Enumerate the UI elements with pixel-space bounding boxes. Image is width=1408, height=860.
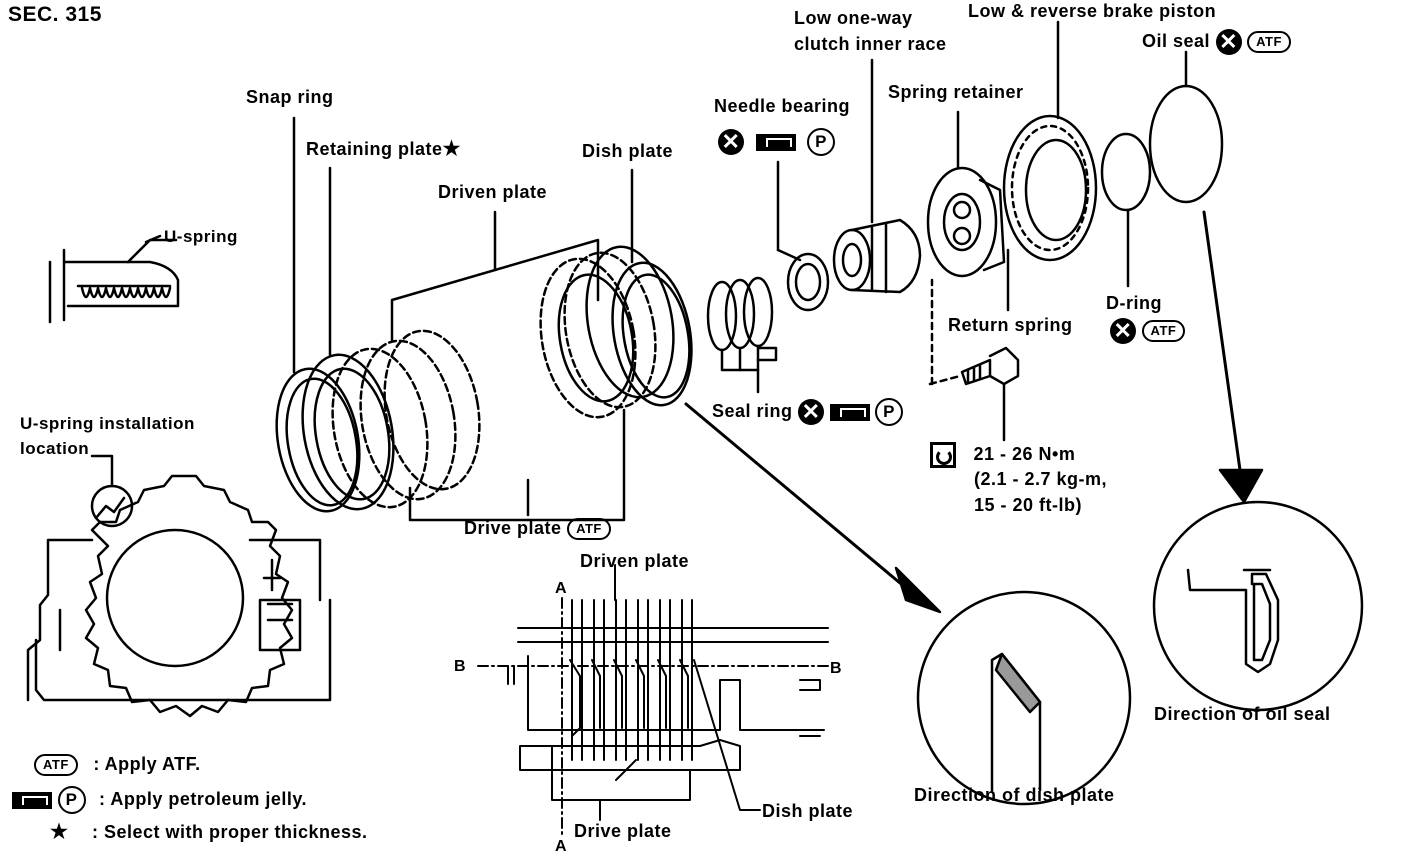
replace-icon: ✕ <box>798 399 825 425</box>
case-drawing <box>26 454 332 718</box>
label-return-spring: Return spring <box>948 315 1073 335</box>
legend-star: ★ : Select with proper thickness. <box>50 821 368 843</box>
label-needle-bearing: Needle bearing <box>714 96 851 116</box>
needle-bearing-symbols: ✕ P <box>718 128 836 156</box>
section-label-driven: Driven plate <box>580 551 690 571</box>
section-a-top: A <box>555 580 568 597</box>
label-u-spring-install-2: location <box>20 439 90 458</box>
petroleum-icon: P <box>807 128 836 156</box>
section-b-right: B <box>830 660 843 677</box>
torque-spec-2: (2.1 - 2.7 kg-m, <box>974 469 1108 489</box>
torque-spec: 21 - 26 N•m <box>930 442 1075 468</box>
section-a-bottom: A <box>555 838 568 855</box>
label-u-spring: U-spring <box>164 227 238 246</box>
torque-icon <box>930 442 956 468</box>
section-number: SEC. 315 <box>8 3 102 26</box>
jelly-icon <box>829 403 870 421</box>
clutch-pack <box>331 245 675 509</box>
label-drive-plate: Drive plate ATF <box>464 517 611 541</box>
petroleum-icon: P <box>875 398 904 426</box>
label-retaining-plate: Retaining plate★ <box>306 138 461 160</box>
label-snap-ring: Snap ring <box>246 87 334 107</box>
label-low-one-way-1: Low one-way <box>794 8 913 28</box>
d-ring-symbols: ✕ ATF <box>1110 318 1186 344</box>
cross-section <box>477 564 829 839</box>
label-dir-oil-seal: Direction of oil seal <box>1154 704 1331 724</box>
star-icon: ★ <box>442 138 461 160</box>
section-label-dish: Dish plate <box>762 801 854 821</box>
replace-icon: ✕ <box>718 129 744 155</box>
bolt <box>928 278 1020 442</box>
label-driven-plate: Driven plate <box>438 182 548 202</box>
replace-icon: ✕ <box>1215 29 1242 55</box>
section-label-drive: Drive plate <box>574 821 672 841</box>
label-low-reverse-piston: Low & reverse brake piston <box>968 1 1217 21</box>
label-spring-retainer: Spring retainer <box>888 82 1024 102</box>
petroleum-icon: P <box>57 786 86 814</box>
section-b-left: B <box>454 658 467 675</box>
atf-icon: ATF <box>1141 320 1186 342</box>
label-oil-seal: Oil seal ✕ ATF <box>1142 29 1291 55</box>
jelly-icon <box>12 791 52 809</box>
label-d-ring: D-ring <box>1106 293 1162 313</box>
torque-spec-3: 15 - 20 ft-lb) <box>974 495 1083 515</box>
star-icon: ★ <box>50 821 69 843</box>
label-seal-ring: Seal ring ✕ P <box>712 398 904 426</box>
label-u-spring-install-1: U-spring installation <box>20 414 195 433</box>
jelly-icon <box>755 133 796 151</box>
label-dir-dish-plate: Direction of dish plate <box>914 785 1115 805</box>
atf-icon: ATF <box>34 754 78 777</box>
legend-jelly: P : Apply petroleum jelly. <box>12 786 307 814</box>
legend-atf: ATF : Apply ATF. <box>34 753 201 777</box>
atf-icon: ATF <box>567 518 611 541</box>
label-low-one-way-2: clutch inner race <box>794 34 947 54</box>
label-dish-plate: Dish plate <box>582 141 674 161</box>
replace-icon: ✕ <box>1110 318 1136 344</box>
atf-icon: ATF <box>1247 31 1291 53</box>
u-spring-inset <box>48 238 180 324</box>
